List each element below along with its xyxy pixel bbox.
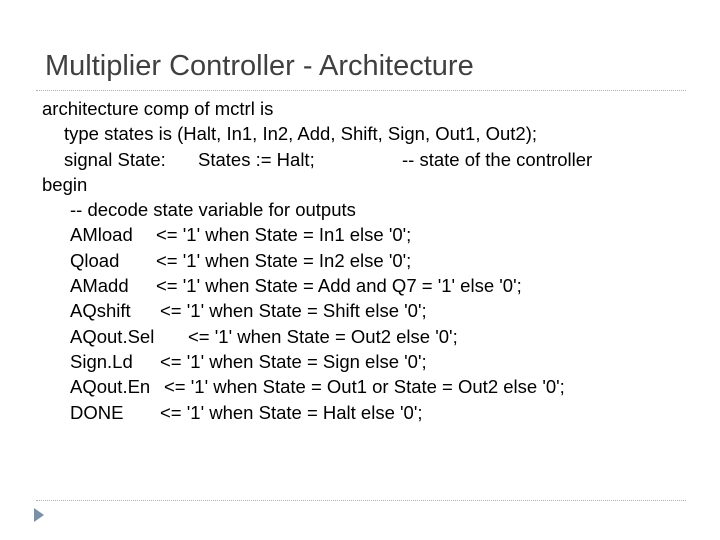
assignment-line: AQout.En <= '1' when State = Out1 or Sta… (42, 374, 702, 399)
assignment-signal: AQout.Sel (70, 325, 155, 347)
footer-divider (36, 500, 686, 501)
assignment-line: AMadd <= '1' when State = Add and Q7 = '… (42, 273, 702, 298)
assignment-signal: AQshift (70, 300, 131, 322)
assignment-signal: Qload (70, 249, 120, 271)
assignment-line: Qload <= '1' when State = In2 else '0'; (42, 248, 702, 273)
code-block: architecture comp of mctrl is type state… (42, 96, 702, 425)
title-divider (36, 90, 686, 91)
assignment-signal: AQout.En (70, 376, 151, 398)
assignment-expression: <= '1' when State = Halt else '0'; (160, 401, 423, 423)
assignment-signal: Sign.Ld (70, 350, 133, 372)
assignment-expression: <= '1' when State = Out1 or State = Out2… (164, 376, 565, 398)
assignment-expression: <= '1' when State = Out2 else '0'; (188, 325, 458, 347)
assignment-expression: <= '1' when State = In1 else '0'; (156, 224, 412, 246)
assignment-line: AQout.Sel <= '1' when State = Out2 else … (42, 324, 702, 349)
assignment-expression: <= '1' when State = Shift else '0'; (160, 300, 427, 322)
slide-title: Multiplier Controller - Architecture (45, 50, 474, 82)
assignment-expression: <= '1' when State = In2 else '0'; (156, 249, 412, 271)
signal-comment: -- state of the controller (402, 148, 593, 170)
assignment-signal: AMadd (70, 275, 129, 297)
code-line-begin: begin (42, 173, 88, 195)
assignment-expression: <= '1' when State = Sign else '0'; (160, 350, 427, 372)
assignment-signal: DONE (70, 401, 124, 423)
code-line-signal-state: signal State: States := Halt; -- state o… (42, 147, 702, 172)
assignment-signal: AMload (70, 224, 133, 246)
assignment-line: Sign.Ld <= '1' when State = Sign else '0… (42, 349, 702, 374)
assignment-expression: <= '1' when State = Add and Q7 = '1' els… (156, 275, 522, 297)
code-line-architecture: architecture comp of mctrl is (42, 98, 274, 119)
assignment-line: DONE <= '1' when State = Halt else '0'; (42, 400, 702, 425)
signal-type: States := Halt; (198, 148, 315, 170)
code-line-type-states: type states is (Halt, In1, In2, Add, Shi… (64, 123, 538, 145)
assignment-line: AQshift <= '1' when State = Shift else '… (42, 298, 702, 323)
triangle-marker-icon (34, 508, 44, 522)
signal-declaration: signal State: (64, 148, 166, 170)
assignment-line: AMload <= '1' when State = In1 else '0'; (42, 222, 702, 247)
code-line-comment-decode: -- decode state variable for outputs (70, 199, 356, 221)
